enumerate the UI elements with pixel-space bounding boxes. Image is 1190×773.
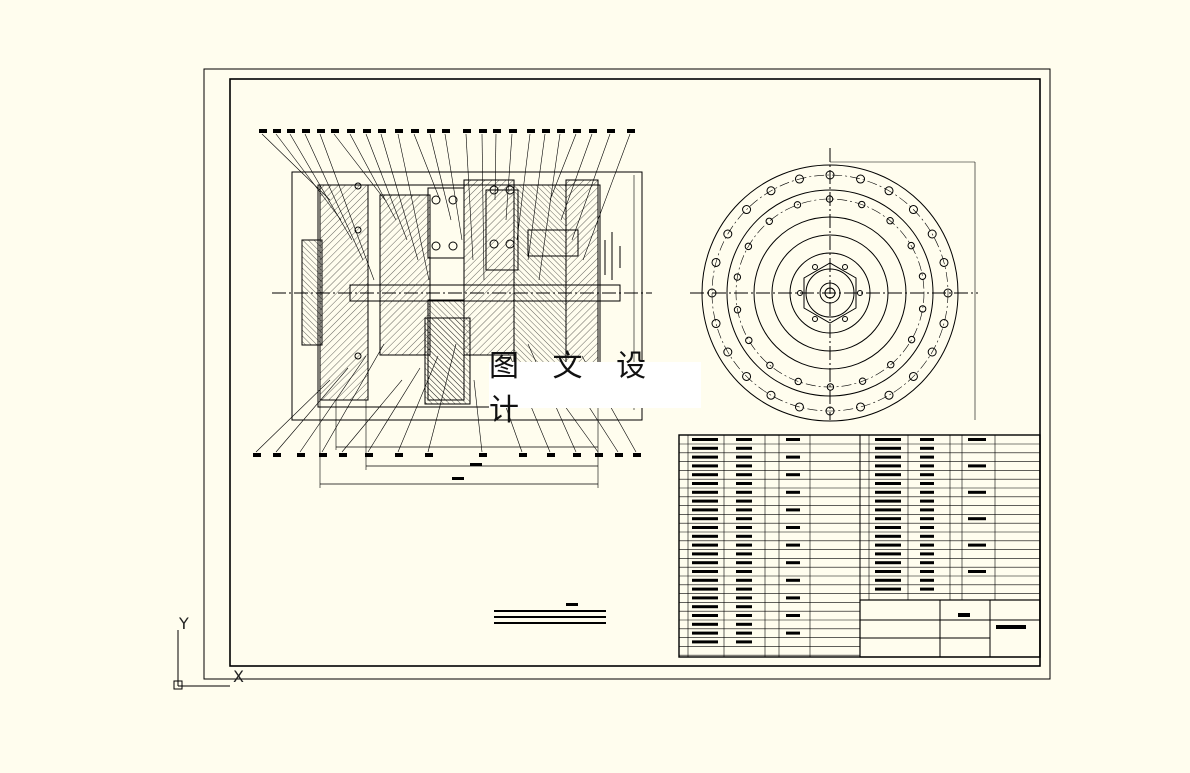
end-view: [690, 148, 978, 422]
outer-bolt-holes: [707, 170, 953, 416]
inner-bolt-circle: [735, 198, 925, 388]
ucs-y-label: Y: [179, 614, 189, 633]
right-bearing-block: [527, 229, 579, 257]
outer-rim: [701, 164, 959, 422]
ucs-icon: [173, 630, 230, 690]
bolt-circle: [711, 174, 949, 412]
right-end-cover: [565, 179, 599, 369]
inner-bolt-holes: [733, 195, 927, 391]
section-view: [253, 129, 652, 488]
center-hex-nut: [803, 262, 857, 324]
outer-sheet-border: [203, 68, 1051, 680]
second-stage-gear: [463, 179, 515, 356]
title-block: [859, 599, 1041, 658]
parts-list-table: [678, 434, 1041, 658]
ucs-x-label: X: [233, 667, 244, 686]
technical-notes: [494, 603, 606, 624]
housing-outline: [291, 171, 643, 421]
bearing-balls: [354, 182, 515, 360]
lower-gear-block: [424, 317, 471, 405]
watermark-label: 图 文 设 计: [489, 349, 701, 428]
first-stage-gear: [379, 194, 431, 356]
inner-drawing-frame: [229, 78, 1041, 667]
callout-leaders-top: [259, 129, 635, 281]
